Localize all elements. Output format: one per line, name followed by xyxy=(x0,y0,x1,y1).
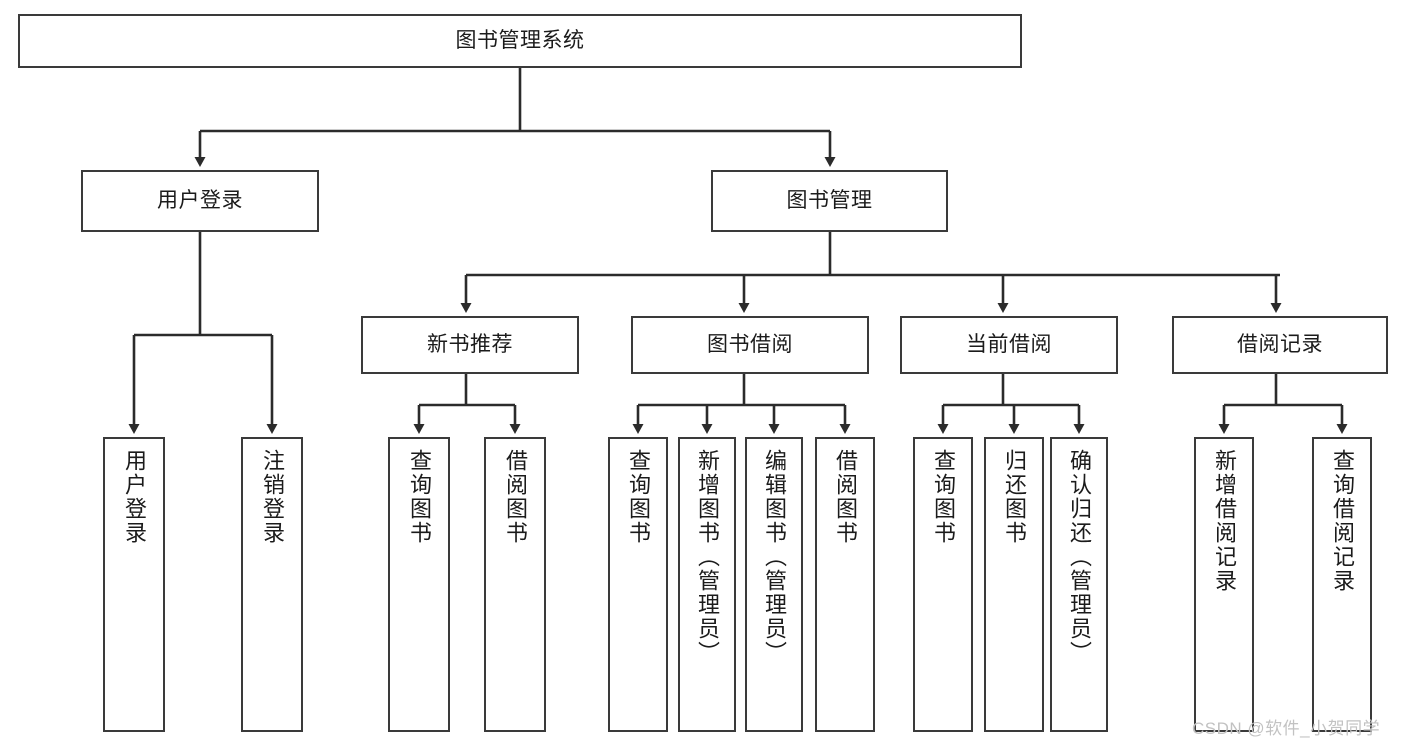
connector-group-book-borrow xyxy=(632,374,851,434)
connector-group-current-borrow xyxy=(937,374,1085,434)
node-book-borrow[interactable]: 图书借阅 xyxy=(631,316,869,374)
node-user-login-label: 用户登录 xyxy=(157,189,243,213)
node-leaf-borrow-book-label: 借阅图书 xyxy=(832,449,858,545)
node-borrow-record[interactable]: 借阅记录 xyxy=(1172,316,1388,374)
node-leaf-query-record-label: 查询借阅记录 xyxy=(1329,449,1355,593)
node-current-borrow[interactable]: 当前借阅 xyxy=(900,316,1118,374)
node-leaf-add-record-label: 新增借阅记录 xyxy=(1211,449,1237,593)
node-leaf-return-book-label: 归还图书 xyxy=(1001,449,1027,545)
node-leaf-logout[interactable]: 注销登录 xyxy=(241,437,303,732)
connector-group-user-login xyxy=(128,232,278,434)
node-leaf-add-record[interactable]: 新增借阅记录 xyxy=(1194,437,1254,732)
node-user-login[interactable]: 用户登录 xyxy=(81,170,319,232)
node-leaf-query-book-rec-label: 查询图书 xyxy=(406,449,432,545)
node-leaf-confirm-return-label: 确认归还（管理员） xyxy=(1066,449,1092,665)
node-new-book-recommend-label: 新书推荐 xyxy=(427,333,513,357)
node-book-manage-label: 图书管理 xyxy=(786,189,873,213)
node-leaf-confirm-return[interactable]: 确认归还（管理员） xyxy=(1050,437,1108,732)
node-root[interactable]: 图书管理系统 xyxy=(18,14,1022,68)
node-leaf-user-login-label: 用户登录 xyxy=(121,449,147,545)
node-leaf-query-book-cur-label: 查询图书 xyxy=(930,449,956,545)
node-leaf-add-book-label: 新增图书（管理员） xyxy=(694,449,720,665)
node-leaf-borrow-book-rec-label: 借阅图书 xyxy=(502,449,528,545)
node-book-borrow-label: 图书借阅 xyxy=(707,333,793,357)
connector-group-root xyxy=(194,68,836,167)
node-borrow-record-label: 借阅记录 xyxy=(1237,333,1323,357)
connector-group-new-book-recommend xyxy=(413,374,521,434)
connector-group-book-manage xyxy=(460,232,1282,313)
node-leaf-query-book-rec[interactable]: 查询图书 xyxy=(388,437,450,732)
node-leaf-query-book-borrow[interactable]: 查询图书 xyxy=(608,437,668,732)
node-leaf-query-record[interactable]: 查询借阅记录 xyxy=(1312,437,1372,732)
node-root-label: 图书管理系统 xyxy=(455,29,585,53)
node-leaf-add-book[interactable]: 新增图书（管理员） xyxy=(678,437,736,732)
node-book-manage[interactable]: 图书管理 xyxy=(711,170,948,232)
node-leaf-borrow-book-rec[interactable]: 借阅图书 xyxy=(484,437,546,732)
node-leaf-query-book-cur[interactable]: 查询图书 xyxy=(913,437,973,732)
node-leaf-edit-book[interactable]: 编辑图书（管理员） xyxy=(745,437,803,732)
node-new-book-recommend[interactable]: 新书推荐 xyxy=(361,316,579,374)
node-leaf-edit-book-label: 编辑图书（管理员） xyxy=(761,449,787,665)
node-leaf-query-book-borrow-label: 查询图书 xyxy=(625,449,651,545)
node-leaf-return-book[interactable]: 归还图书 xyxy=(984,437,1044,732)
connector-group-borrow-record xyxy=(1218,374,1348,434)
node-current-borrow-label: 当前借阅 xyxy=(966,333,1052,357)
node-leaf-borrow-book[interactable]: 借阅图书 xyxy=(815,437,875,732)
node-leaf-user-login[interactable]: 用户登录 xyxy=(103,437,165,732)
node-leaf-logout-label: 注销登录 xyxy=(259,449,285,545)
